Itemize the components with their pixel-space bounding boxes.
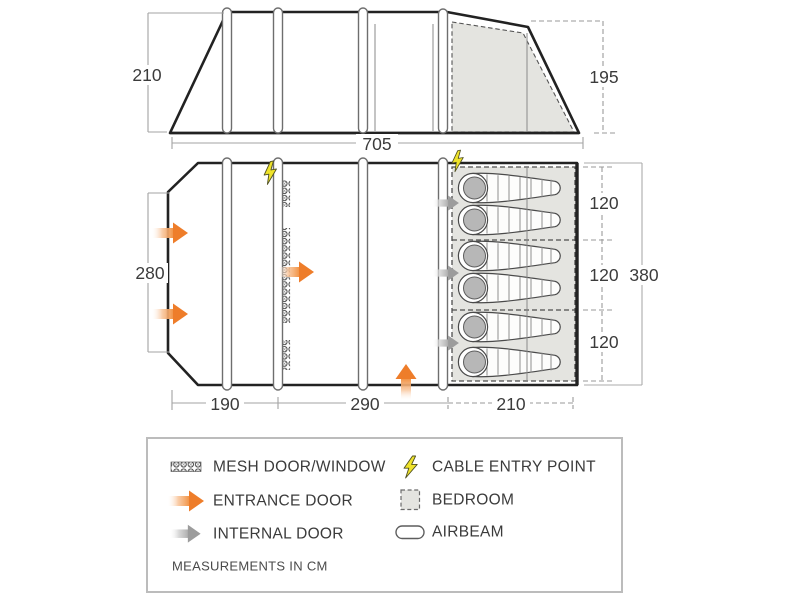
legend-item-label: AIRBEAM	[432, 524, 504, 541]
dim-label-bg	[585, 265, 623, 285]
dim-segment-label: 290	[350, 394, 379, 414]
dim-height-rear-label: 210	[132, 65, 161, 85]
side-view-seam-lines	[374, 24, 528, 131]
mesh-strip	[281, 340, 291, 370]
airbeam	[221, 157, 233, 391]
dim-bottom-segments: 190 290 210	[171, 390, 574, 414]
mesh-door-window-icon	[170, 461, 202, 472]
legend-item-label: BEDROOM	[432, 492, 514, 509]
airbeam	[437, 8, 449, 134]
dim-height-front-label: 195	[589, 67, 618, 87]
dim-total-label: 380	[629, 265, 658, 285]
bedroom-dividers	[452, 239, 575, 311]
dim-label-bg	[346, 394, 384, 413]
side-view-airbeams	[221, 7, 449, 134]
dim-bedroom-rows: 120 120 120	[583, 166, 623, 382]
side-elevation-view: 210 195 705	[129, 7, 623, 154]
airbeam	[272, 7, 284, 134]
airbeam	[357, 157, 369, 391]
legend-box	[146, 437, 623, 593]
dim-label-bg	[585, 332, 623, 352]
dim-label-bg	[585, 193, 623, 213]
dim-label-bg	[206, 394, 244, 413]
dim-bedroom-total: 380	[584, 162, 663, 386]
dim-label-bg	[585, 67, 623, 87]
dim-label-bg	[356, 134, 398, 153]
legend-item-label: CABLE ENTRY POINT	[432, 459, 596, 476]
legend-item-label: MESH DOOR/WINDOW	[213, 459, 386, 476]
legend: MESH DOOR/WINDOW CABLE ENTRY POINT ENTRA…	[146, 437, 623, 593]
dim-row-label: 120	[589, 332, 618, 352]
dim-label-bg	[624, 265, 663, 285]
legend-note: MEASUREMENTS IN CM	[172, 559, 328, 574]
dim-segment-label: 190	[210, 394, 239, 414]
airbeam	[221, 7, 233, 134]
dim-segment-label: 210	[496, 394, 525, 414]
legend-item-label: ENTRANCE DOOR	[213, 493, 353, 510]
bedroom-icon	[400, 489, 421, 511]
dim-label-bg	[131, 263, 168, 283]
dim-label-bg	[492, 394, 530, 413]
legend-item-label: INTERNAL DOOR	[213, 526, 344, 543]
airbeam	[357, 7, 369, 134]
dim-length-label: 705	[362, 134, 391, 154]
side-view-bedroom-area	[451, 21, 575, 133]
airbeam-icon	[395, 525, 425, 540]
dim-row-label: 120	[589, 265, 618, 285]
dim-label-bg	[129, 65, 166, 85]
dim-row-label: 120	[589, 193, 618, 213]
floor-plan-view: 280 190 290 210 120 120 120 380	[131, 149, 663, 414]
dim-depth-label: 280	[135, 263, 164, 283]
mesh-strip	[281, 180, 291, 207]
